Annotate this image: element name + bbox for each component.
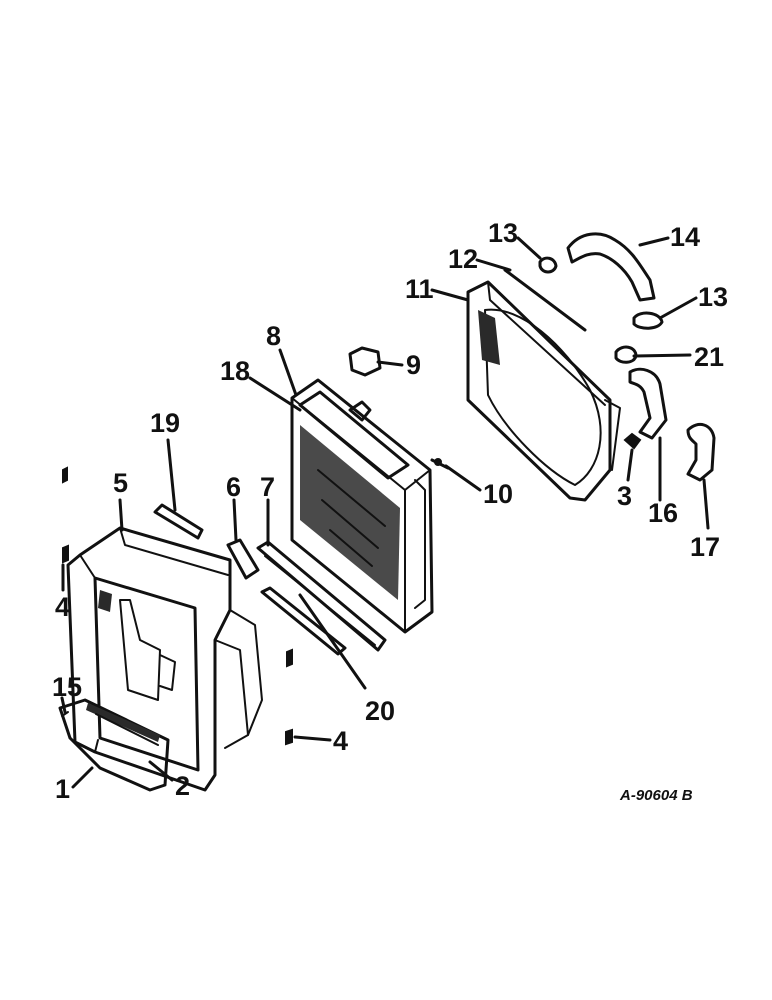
callout-8: 8 [266,321,281,351]
bracket-19 [153,503,204,540]
baffle-7 [256,540,387,652]
callout-19: 19 [150,408,180,438]
radiator-cap-9 [348,346,382,377]
callout-10: 10 [483,479,513,509]
callout-13-right: 13 [698,282,728,312]
hose-17 [686,422,716,482]
callout-4-left: 4 [55,592,70,622]
clamp-13-top [538,256,558,274]
lower-hose-16 [628,367,668,440]
callout-11: 11 [405,274,434,304]
clip-3 [623,432,642,450]
callout-9: 9 [406,350,421,380]
callout-13-top: 13 [488,218,518,248]
callout-4-bottom: 4 [333,726,348,756]
screws-4 [62,466,293,746]
callout-17: 17 [690,532,720,562]
fan-shroud [466,280,621,502]
seal-6 [226,538,260,580]
callout-14: 14 [670,222,700,252]
radiator-shell [66,526,263,792]
callout-15: 15 [52,672,82,702]
callout-7: 7 [260,472,275,502]
upper-hose-14 [566,232,656,302]
bottom-pan [58,698,170,792]
callout-1: 1 [55,774,70,804]
callout-3: 3 [617,481,632,511]
callout-12: 12 [448,244,478,274]
radiator-core [290,378,434,634]
callout-18: 18 [220,356,250,386]
clamp-13-right [632,311,664,330]
callout-21: 21 [694,342,724,372]
callout-16: 16 [648,498,678,528]
strip-20 [260,586,347,656]
callout-2: 2 [175,771,190,801]
leader-lines [60,236,710,789]
strip-12 [503,268,587,332]
callout-20: 20 [365,696,395,726]
drawing-reference-number: A-90604 B [619,787,693,804]
callout-5: 5 [113,468,128,498]
callouts: 1 2 3 4 4 5 6 7 8 9 10 11 12 13 13 14 15… [52,218,728,804]
clamp-21 [614,345,638,364]
callout-6: 6 [226,472,241,502]
